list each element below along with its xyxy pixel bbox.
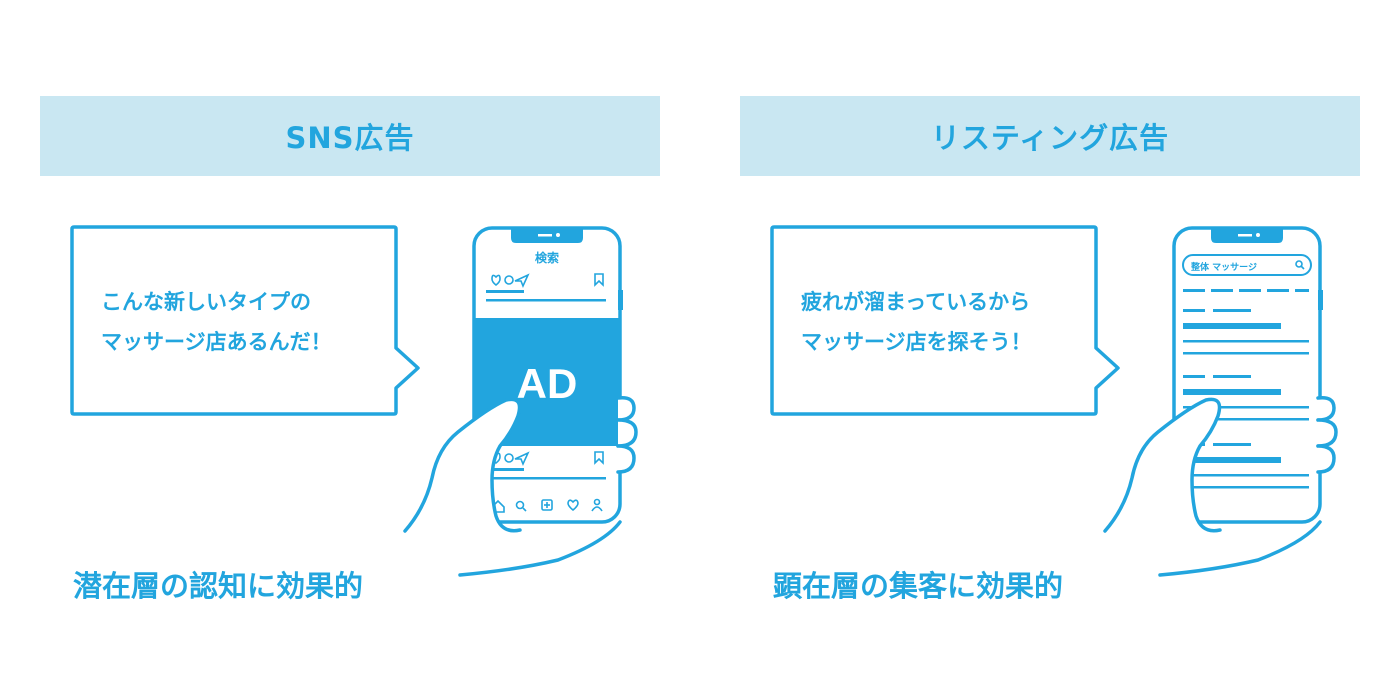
phone-side-button [1318,290,1323,310]
heart-icon [567,499,579,512]
feed-action-icons-top [491,273,604,289]
listing-speech-text: 疲れが溜まっているから マッサージ店を探そう！ [801,282,1101,362]
bubble-line: マッサージ店あるんだ！ [101,330,332,354]
ad-label: AD [516,360,578,407]
sns-ad-panel: SNS広告 [40,0,660,700]
search-icon [515,500,525,510]
profile-icon [593,498,601,506]
search-query-text: 整体 マッサージ [1191,263,1257,273]
hand-illustration [403,395,638,577]
sns-speech-text: こんな新しいタイプの マッサージ店あるんだ！ [101,282,401,362]
add-icon [541,499,553,511]
listing-illustration [770,225,1338,577]
bubble-line: 疲れが溜まっているから [801,290,1031,314]
bubble-line: こんな新しいタイプの [101,290,311,314]
listing-ad-header: リスティング広告 [740,96,1360,176]
phone-side-button [618,290,623,310]
search-bar [1182,254,1312,276]
speech-bubble [70,225,420,416]
send-icon [514,451,530,467]
heart-icon [491,274,501,287]
hand-illustration [1103,395,1338,577]
comment-icon [504,453,514,463]
listing-ad-title: リスティング広告 [930,121,1170,155]
bookmark-icon [594,451,604,465]
sns-ad-header: SNS広告 [40,96,660,176]
search-results [1183,309,1309,489]
phone-search-title: 検索 [534,251,559,265]
sns-ad-title: SNS広告 [285,121,415,155]
listing-ad-panel: リスティング広告 [740,0,1360,700]
bookmark-icon [594,273,604,287]
bubble-line: マッサージ店を探そう！ [801,330,1032,354]
listing-caption: 顕在層の集客に効果的 [773,569,1064,603]
send-icon [514,273,530,289]
search-icon [1295,260,1305,270]
sns-illustration [70,225,638,577]
speech-bubble [770,225,1120,416]
sns-caption: 潜在層の認知に効果的 [73,569,364,603]
comment-icon [504,275,514,285]
